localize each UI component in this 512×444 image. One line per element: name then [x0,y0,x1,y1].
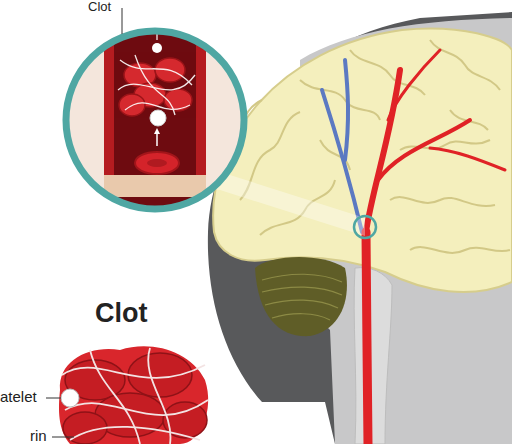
vessel-closeup [104,20,206,220]
leader-line [52,437,74,438]
artery [366,50,505,444]
callout-label: Clot [88,0,111,13]
brain-gyri [230,40,510,253]
target-circle [354,216,376,238]
zoom-circle-border [66,31,244,209]
vein [322,60,362,232]
leader-line [46,398,61,399]
leader-line [122,8,123,34]
brainstem [354,268,392,444]
cerebellum [255,257,347,336]
clot-illustration [59,346,208,444]
heading-label: Clot [95,300,147,327]
callout-label: atelet [0,389,37,404]
callout-label: rin [30,428,47,443]
